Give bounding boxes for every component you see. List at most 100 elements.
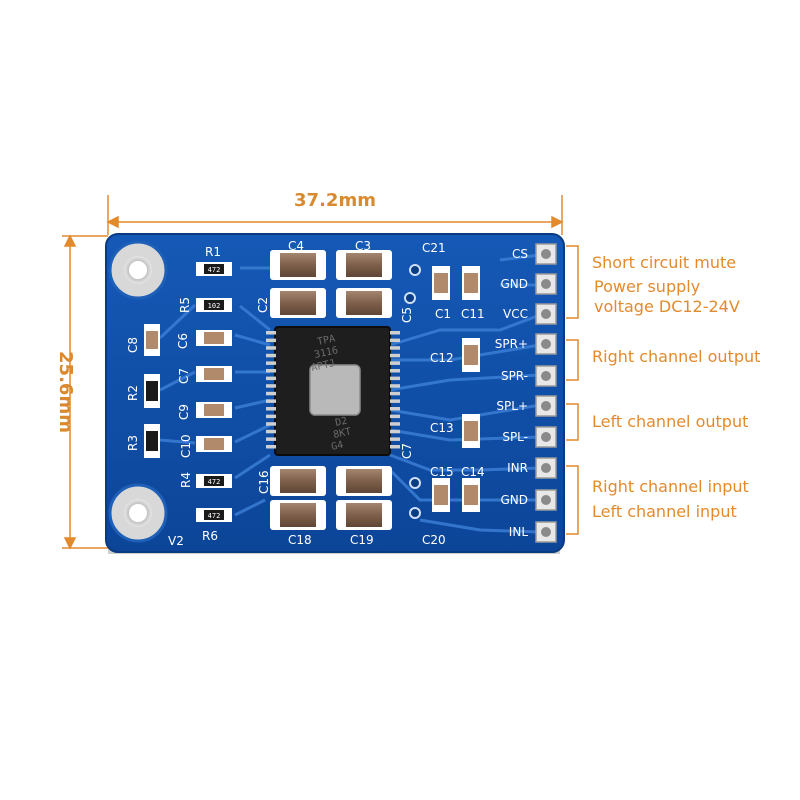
capacitor-c7 <box>196 366 232 382</box>
svg-text:D2: D2 <box>334 416 348 429</box>
mounting-hole-top <box>108 240 168 300</box>
header-pin-hole <box>541 432 551 442</box>
label-c16: C16 <box>257 470 271 494</box>
annotation-power-supply: Power supply <box>594 277 700 296</box>
annotation-right-channel-input: Right channel input <box>592 477 749 496</box>
header-pin-hole <box>541 463 551 473</box>
pin-header <box>535 243 557 543</box>
label-c7-right: C7 <box>400 443 414 459</box>
chip-pin <box>390 331 400 335</box>
label-c8: C8 <box>126 337 140 353</box>
svg-text:102: 102 <box>208 302 221 310</box>
resistor-r3 <box>144 424 160 458</box>
capacitor-c2 <box>270 288 326 318</box>
label-c7: C7 <box>177 368 191 384</box>
label-c12: C12 <box>430 351 454 365</box>
chip-pin <box>266 384 276 388</box>
small-capacitors <box>144 266 480 512</box>
header-pin-hole <box>541 371 551 381</box>
svg-text:G4: G4 <box>330 440 344 453</box>
pin-label: GND <box>500 493 528 507</box>
label-c10: C10 <box>179 434 193 458</box>
label-c13: C13 <box>430 421 454 435</box>
header-pin-hole <box>541 527 551 537</box>
annotation-short-circuit-mute: Short circuit mute <box>592 253 736 272</box>
capacitor-c18 <box>270 500 326 530</box>
label-c1: C1 <box>435 307 451 321</box>
chip-pin <box>266 338 276 343</box>
chip-pin <box>390 445 400 449</box>
pin-label: VCC <box>503 307 528 321</box>
resistor-r4: 472 <box>196 474 232 488</box>
resistor-r6: 472 <box>196 508 232 522</box>
chip-pin <box>266 407 276 411</box>
chip-pin <box>390 369 400 373</box>
annotations: Short circuit mute Power supply voltage … <box>592 253 760 521</box>
annotation-right-channel-output: Right channel output <box>592 347 760 366</box>
pin-label: INR <box>507 461 528 475</box>
chip-pin <box>390 361 400 365</box>
chip-pin <box>266 445 276 449</box>
width-dimension-label: 37.2mm <box>294 190 376 211</box>
capacitor-c14 <box>462 478 480 512</box>
label-c15: C15 <box>430 465 454 479</box>
vias <box>404 264 421 519</box>
header-pin-hole <box>541 495 551 505</box>
silkscreen-labels: R1 R5 C8 C6 C7 R2 C9 R3 C10 R4 R6 V2 C4 … <box>126 239 485 548</box>
annotation-left-channel-input: Left channel input <box>592 502 737 521</box>
chip-pin <box>266 414 276 419</box>
chip-pin <box>266 346 276 350</box>
chip-pin <box>266 353 276 358</box>
mounting-hole-bottom <box>108 483 168 543</box>
chip-pins <box>266 331 400 449</box>
label-r6: R6 <box>202 529 218 543</box>
pin-label: GND <box>500 277 528 291</box>
capacitor-c8 <box>144 324 160 356</box>
pin-label: CS <box>512 247 528 261</box>
pin-label: SPR- <box>501 369 528 383</box>
chip-pin <box>266 376 276 381</box>
chip-pin <box>266 429 276 434</box>
capacitor-c17 <box>336 466 392 496</box>
svg-text:472: 472 <box>208 266 221 274</box>
label-r2: R2 <box>126 385 140 401</box>
chip-pin <box>390 338 400 343</box>
chip-pin <box>266 369 276 373</box>
annotation-power-supply-voltage: voltage DC12-24V <box>594 297 740 316</box>
label-c4: C4 <box>288 239 304 253</box>
capacitor-c5 <box>336 288 392 318</box>
header-pin-hole <box>541 249 551 259</box>
chip-pin <box>390 384 400 388</box>
svg-text:3116: 3116 <box>313 345 339 361</box>
capacitor-c13 <box>462 414 480 448</box>
chip-pin <box>390 353 400 358</box>
chip-pin <box>266 422 276 426</box>
capacitor-c3 <box>336 250 392 280</box>
chip-pin <box>390 346 400 350</box>
label-r5: R5 <box>178 297 192 313</box>
resistor-r1: 472 <box>196 262 232 276</box>
chip-pin <box>390 437 400 441</box>
chip-marking: TPA 3116 APTJ D2 8KT G4 <box>310 333 352 453</box>
label-c6: C6 <box>176 333 190 349</box>
pcb-traces <box>158 253 541 534</box>
label-r4: R4 <box>179 472 193 488</box>
capacitor-c11 <box>462 266 480 300</box>
svg-text:TPA: TPA <box>316 333 336 348</box>
chip-pin <box>266 437 276 441</box>
label-c18: C18 <box>288 533 312 547</box>
label-c19: C19 <box>350 533 374 547</box>
chip-pin <box>390 407 400 411</box>
chip-pin <box>390 391 400 396</box>
chip-pin <box>266 391 276 396</box>
label-c14: C14 <box>461 465 485 479</box>
header-pin-hole <box>541 309 551 319</box>
capacitor-c4 <box>270 250 326 280</box>
svg-text:472: 472 <box>208 478 221 486</box>
chip-pin <box>390 399 400 403</box>
height-dimension-label: 25.6mm <box>55 351 76 433</box>
capacitor-c1 <box>432 266 450 300</box>
pin-label: SPR+ <box>495 337 528 351</box>
svg-text:472: 472 <box>208 512 221 520</box>
